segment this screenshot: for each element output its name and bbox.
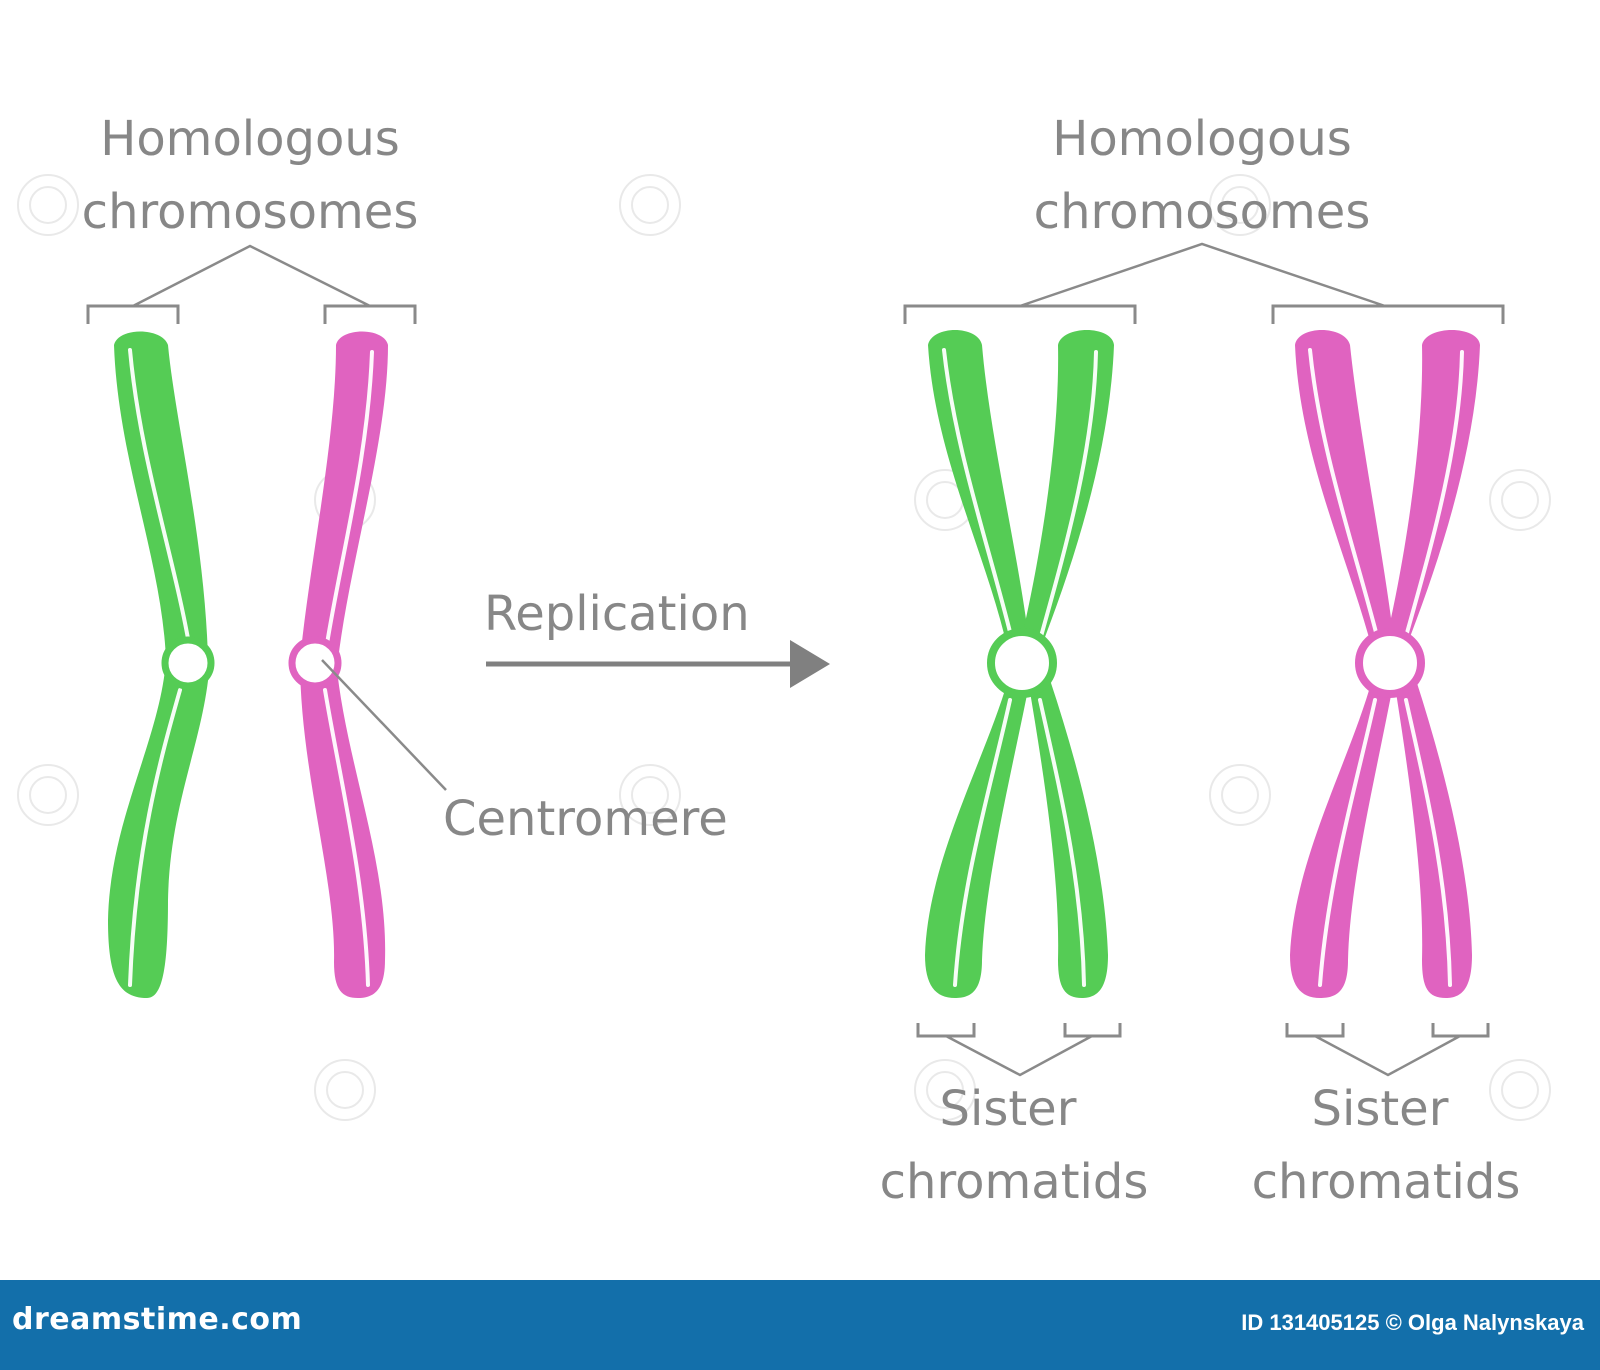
sister-right-label-line2: chromatids bbox=[1252, 1154, 1521, 1210]
homologous-right-bracket bbox=[903, 242, 1505, 324]
replication-arrow bbox=[486, 640, 830, 688]
magenta-chromosome bbox=[288, 331, 388, 998]
homologous-right-label-line1: Homologous bbox=[1052, 111, 1352, 167]
homologous-left-label-line2: chromosomes bbox=[82, 184, 419, 240]
homologous-right-label-line2: chromosomes bbox=[1034, 184, 1371, 240]
sister-left-label-line1: Sister bbox=[940, 1081, 1077, 1137]
magenta-replicated-chromosome bbox=[1290, 330, 1480, 998]
site-logo-text[interactable]: dreamstime.com bbox=[12, 1302, 303, 1337]
sister-right-label-line1: Sister bbox=[1312, 1081, 1449, 1137]
homologous-left-label-line1: Homologous bbox=[100, 111, 400, 167]
green-chromosome bbox=[108, 331, 215, 998]
footer-bar: dreamstime.com ID 131405125 © Olga Nalyn… bbox=[0, 1280, 1600, 1370]
centromere-leader-line bbox=[321, 659, 447, 791]
green-replicated-chromosome bbox=[925, 330, 1114, 998]
image-credit: ID 131405125 © Olga Nalynskaya bbox=[1241, 1310, 1584, 1335]
replication-label: Replication bbox=[484, 586, 750, 642]
centromere-label: Centromere bbox=[443, 791, 728, 847]
homologous-left-bracket bbox=[86, 244, 417, 324]
chromosome-replication-diagram: Homologous chromosomes Centromere Replic… bbox=[17, 111, 1551, 1210]
sister-left-bracket bbox=[916, 1023, 1122, 1077]
sister-left-label-line2: chromatids bbox=[880, 1154, 1149, 1210]
sister-right-bracket bbox=[1285, 1023, 1490, 1077]
